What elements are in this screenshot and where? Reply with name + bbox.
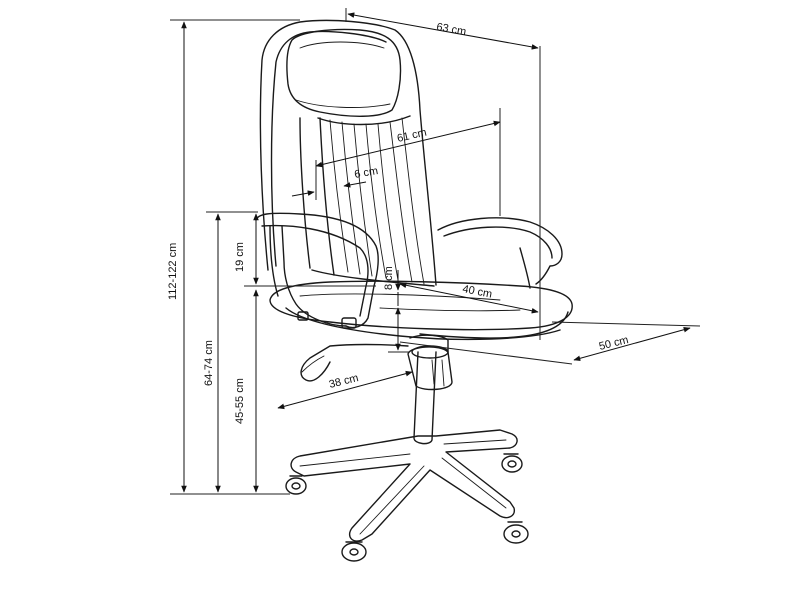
dimension-labels: 63 cm 61 cm 6 cm 112-122 cm 64-74 cm 19 … [167, 21, 630, 424]
seat [269, 280, 573, 331]
right-armrest [437, 217, 563, 285]
label-width: 63 cm [435, 21, 467, 38]
label-armrest-above-seat: 19 cm [234, 242, 246, 272]
label-base-radius: 38 cm [328, 372, 360, 391]
label-seat-width: 40 cm [461, 283, 493, 300]
label-seat-thickness: 8 cm [383, 266, 395, 290]
caster-wheels [285, 453, 529, 562]
label-seat-height: 45-55 cm [234, 378, 246, 424]
chair-outline [255, 19, 573, 562]
star-base [290, 429, 518, 542]
dimension-lines [170, 8, 701, 495]
gas-lift [413, 351, 437, 445]
left-armrest [255, 212, 379, 329]
label-seat-depth: 50 cm [598, 334, 630, 353]
label-lumbar-offset: 6 cm [353, 165, 379, 181]
headrest-cushion [286, 28, 402, 117]
label-armrest-height: 64-74 cm [203, 340, 215, 386]
label-total-height: 112-122 cm [167, 243, 179, 300]
